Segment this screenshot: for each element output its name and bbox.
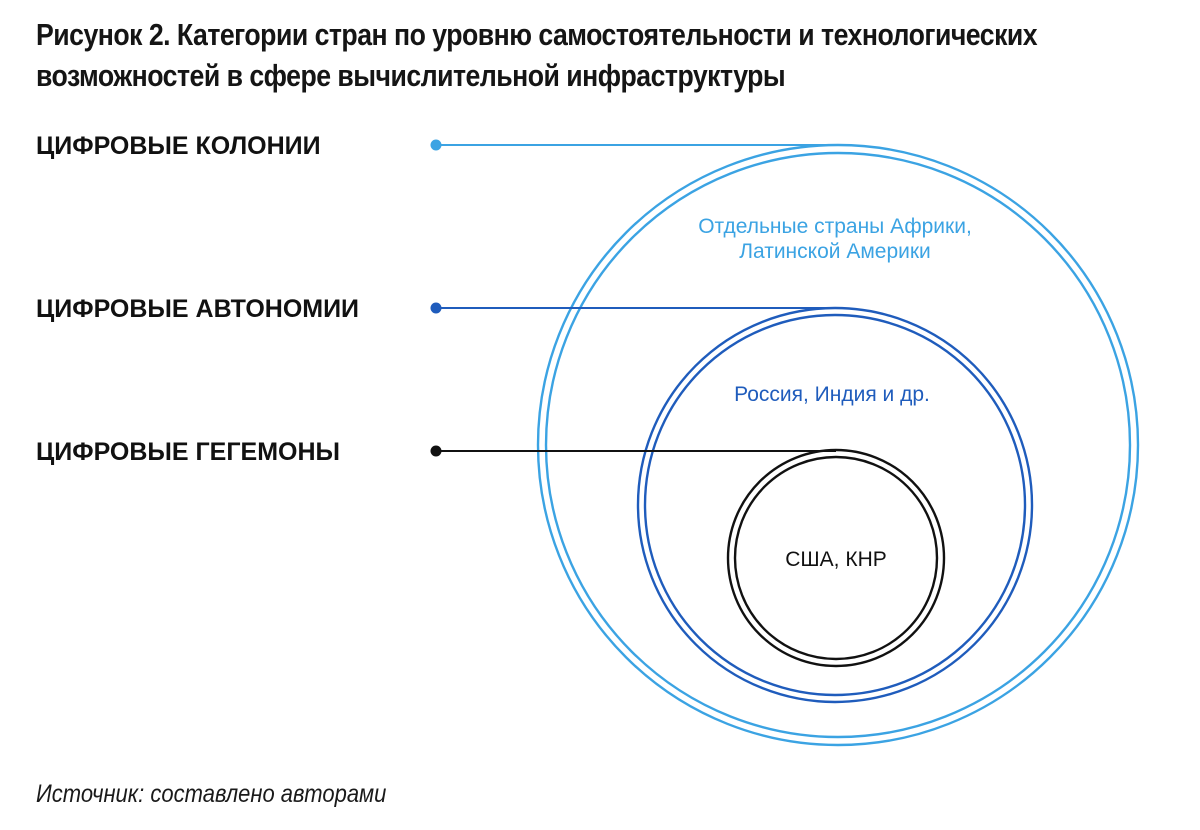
autonomies-label: ЦИФРОВЫЕ АВТОНОМИИ — [36, 295, 359, 323]
figure-source: Источник: составлено авторами — [36, 780, 387, 808]
autonomies-examples: Россия, Индия и др. — [734, 383, 930, 406]
figure-title-line-2: возможностей в сфере вычислительной инфр… — [36, 58, 786, 93]
figure-title: Рисунок 2. Категории стран по уровню сам… — [36, 14, 1038, 96]
hegemons-connector-dot — [430, 445, 442, 457]
autonomies-group: ЦИФРОВЫЕ АВТОНОМИИ Россия, Индия и др. — [36, 295, 1034, 704]
hegemons-examples: США, КНР — [785, 548, 887, 571]
hegemons-label: ЦИФРОВЫЕ ГЕГЕМОНЫ — [36, 438, 340, 466]
colonies-group: ЦИФРОВЫЕ КОЛОНИИ Отдельные страны Африки… — [36, 132, 1140, 747]
autonomies-inner-ring — [643, 313, 1027, 697]
colonies-label: ЦИФРОВЫЕ КОЛОНИИ — [36, 132, 321, 160]
colonies-examples-line-1: Отдельные страны Африки, — [698, 215, 972, 238]
colonies-connector-dot — [430, 139, 442, 151]
hegemons-group: ЦИФРОВЫЕ ГЕГЕМОНЫ США, КНР — [36, 438, 946, 668]
figure-title-line-1: Рисунок 2. Категории стран по уровню сам… — [36, 17, 1038, 52]
autonomies-connector-dot — [430, 302, 442, 314]
colonies-examples-line-2: Латинской Америки — [739, 240, 931, 263]
colonies-inner-ring — [544, 151, 1132, 739]
hegemons-inner-ring — [733, 455, 939, 661]
autonomies-outer-ring — [636, 306, 1034, 704]
